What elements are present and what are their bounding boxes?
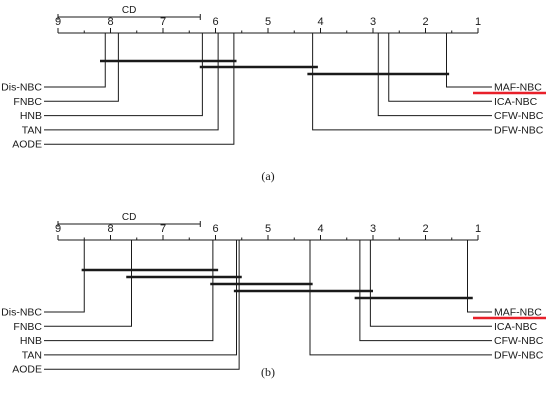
axis-tick-label: 4	[317, 223, 323, 235]
method-connector	[369, 240, 492, 327]
method-label-left: TAN	[22, 124, 42, 136]
method-label-right: MAF-NBC	[494, 307, 542, 319]
axis-tick-label: 9	[55, 223, 61, 235]
method-connector	[44, 33, 119, 102]
panel-label: (a)	[261, 169, 274, 183]
method-label-left: AODE	[12, 364, 42, 376]
method-label-right: CFW-NBC	[494, 335, 544, 347]
method-label-right: ICA-NBC	[494, 321, 538, 333]
method-label-right: ICA-NBC	[494, 96, 538, 108]
method-label-left: Dis-NBC	[1, 82, 42, 94]
axis-tick-label: 9	[55, 16, 61, 28]
axis-tick-label: 5	[265, 16, 271, 28]
axis-tick-label: 2	[422, 223, 428, 235]
axis-tick-label: 7	[160, 16, 166, 28]
method-label-left: TAN	[22, 349, 42, 361]
axis-tick-label: 3	[370, 16, 376, 28]
method-connector	[388, 33, 492, 102]
method-connector	[44, 240, 132, 327]
axis-tick-label: 6	[212, 223, 218, 235]
cd-diagram-a: 9 8 7 6 5 4 3 2 1 CD Dis-NBC FNBC HNB TAN AODE MAF-NBC I…	[1, 5, 546, 183]
method-label-right: CFW-NBC	[494, 110, 544, 122]
method-connector	[44, 240, 240, 370]
method-connector	[312, 33, 492, 131]
method-connector	[359, 240, 492, 342]
method-label-left: HNB	[20, 335, 42, 347]
method-connector	[446, 33, 492, 88]
cd-label: CD	[122, 5, 136, 16]
method-label-left: Dis-NBC	[1, 307, 42, 319]
method-connector	[377, 33, 492, 117]
axis-tick-label: 2	[422, 16, 428, 28]
axis-tick-label: 1	[475, 223, 481, 235]
axis-tick-label: 8	[107, 16, 113, 28]
method-connector	[44, 240, 214, 342]
method-connector	[467, 240, 492, 313]
method-label-left: FNBC	[13, 321, 42, 333]
method-connector	[44, 240, 237, 356]
method-label-right: DFW-NBC	[494, 124, 544, 136]
cd-diagram-b: 9 8 7 6 5 4 3 2 1 CD Dis-NBC FNBC HNB TAN AODE MAF-NBC I…	[1, 212, 546, 379]
axis-tick-label: 8	[107, 223, 113, 235]
method-label-right: DFW-NBC	[494, 349, 544, 361]
cd-label: CD	[122, 212, 136, 223]
axis-tick-label: 5	[265, 223, 271, 235]
method-label-left: HNB	[20, 110, 42, 122]
axis-tick-label: 4	[317, 16, 323, 28]
panel-label: (b)	[261, 365, 275, 379]
axis-tick-label: 7	[160, 223, 166, 235]
method-connector	[309, 240, 492, 356]
method-connector	[44, 33, 106, 88]
method-connector	[44, 33, 203, 117]
method-connector	[44, 240, 85, 313]
axis-tick-label: 6	[212, 16, 218, 28]
method-label-left: AODE	[12, 139, 42, 151]
axis-tick-label: 3	[370, 223, 376, 235]
method-connector	[44, 33, 235, 145]
method-label-right: MAF-NBC	[494, 82, 542, 94]
method-connector	[44, 33, 219, 131]
method-label-left: FNBC	[13, 96, 42, 108]
axis-tick-label: 1	[475, 16, 481, 28]
